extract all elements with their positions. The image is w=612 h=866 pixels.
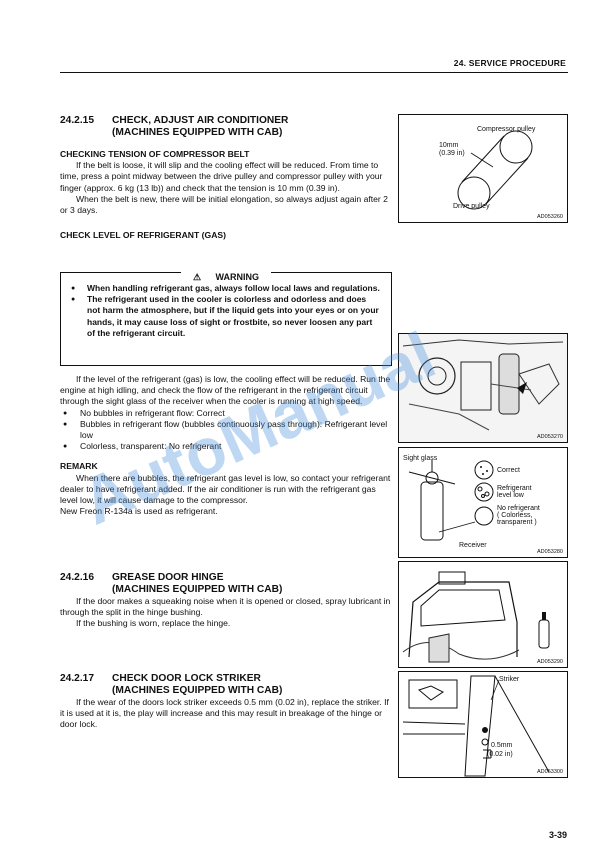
- correct-label: Correct: [497, 467, 520, 474]
- warning-item: When handling refrigerant gas, always fo…: [71, 283, 381, 294]
- gas-heading: CHECK LEVEL OF REFRIGERANT (GAS): [60, 230, 226, 241]
- figure-compressor-pulley: Compressor pulley 10mm (0.39 in) Drive p…: [398, 114, 568, 223]
- figure-door-striker: Striker 0.5mm (0.02 in) AD053300: [398, 671, 568, 778]
- figure-engine-compartment: AD053270: [398, 333, 568, 443]
- figure-door-hinge: AD053290: [398, 561, 568, 668]
- warning-item: The refrigerant used in the cooler is co…: [71, 294, 381, 339]
- warning-icon: ⚠: [186, 272, 208, 282]
- dimension-label: (0.39 in): [439, 150, 465, 157]
- striker-paragraph: If the wear of the doors lock striker ex…: [60, 697, 389, 730]
- level-paragraph: If the level of the refrigerant (gas) is…: [60, 374, 391, 407]
- remark-paragraph-2: New Freon R-134a is used as refrigerant.: [60, 506, 218, 517]
- striker-diagram: [402, 675, 550, 777]
- no-refrigerant-label: No refrigerant( Colorless,transparent ): [497, 505, 540, 526]
- hinge-paragraph-2: If the bushing is worn, replace the hing…: [76, 618, 231, 629]
- page-header: 24. SERVICE PROCEDURE: [60, 58, 568, 73]
- figure-id: AD053280: [537, 549, 563, 555]
- compressor-pulley-label: Compressor pulley: [477, 126, 536, 133]
- drive-pulley-label: Drive pulley: [453, 203, 490, 210]
- figure-id: AD053300: [537, 769, 563, 775]
- receiver-diagram: [408, 460, 494, 541]
- belt-paragraph-1: If the belt is loose, it will slip and t…: [60, 160, 383, 193]
- hinge-paragraph-1: If the door makes a squeaking noise when…: [60, 596, 391, 618]
- engine-illustration: [399, 334, 567, 442]
- warning-list: When handling refrigerant gas, always fo…: [61, 283, 391, 339]
- remark-paragraph-1: When there are bubbles, the refrigerant …: [60, 472, 391, 506]
- page-number: 3-39: [548, 830, 567, 840]
- warning-title: WARNING: [209, 272, 266, 282]
- header-title: 24. SERVICE PROCEDURE: [453, 58, 566, 68]
- level-bullet: Bubbles in refrigerant flow (bubbles con…: [60, 419, 392, 441]
- level-bullet: Colorless, transparent: No refrigerant: [60, 441, 392, 452]
- figure-id: AD053290: [537, 659, 563, 665]
- sight-glass-label: Sight glass: [403, 455, 438, 462]
- dimension-label: (0.02 in): [487, 751, 513, 758]
- level-bullet: No bubbles in refrigerant flow: Correct: [60, 408, 392, 419]
- dimension-label: 10mm: [439, 142, 459, 149]
- figure-id: AD053260: [537, 214, 563, 220]
- cab-hinge-illustration: [402, 571, 550, 663]
- refrigerant-level-text: If the level of the refrigerant (gas) is…: [60, 374, 392, 517]
- receiver-label: Receiver: [459, 542, 487, 549]
- striker-label: Striker: [499, 676, 520, 683]
- dimension-label: 0.5mm: [491, 742, 513, 749]
- warning-box: ⚠ WARNING When handling refrigerant gas,…: [60, 272, 392, 366]
- remark-heading: REMARK: [60, 461, 98, 472]
- pulley-diagram: [457, 130, 533, 210]
- belt-paragraph-2: When the belt is new, there will be init…: [60, 193, 388, 216]
- figure-id: AD053270: [537, 434, 563, 440]
- belt-heading: CHECKING TENSION OF COMPRESSOR BELT: [60, 149, 250, 159]
